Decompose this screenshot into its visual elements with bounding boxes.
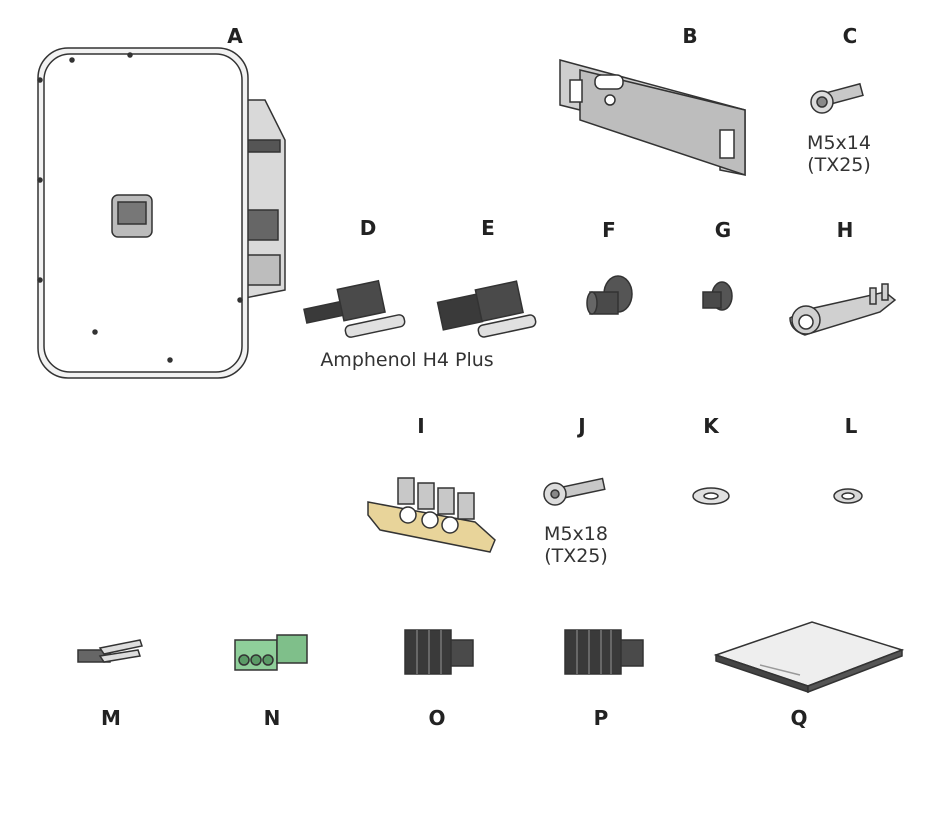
- label-e: E: [481, 216, 495, 240]
- label-g: G: [714, 218, 732, 242]
- terminal-plug-black-p-icon: [564, 629, 644, 675]
- spring-washer-icon: [833, 488, 863, 504]
- label-p: P: [593, 706, 609, 730]
- label-i: I: [417, 414, 425, 438]
- disassembly-tool-icon: [789, 283, 897, 336]
- label-f: F: [602, 218, 616, 242]
- label-c: C: [842, 24, 858, 48]
- label-d: D: [359, 216, 377, 240]
- dc-connector-minus-icon: [303, 279, 406, 338]
- jumper-icon: [77, 639, 143, 663]
- label-n: N: [263, 706, 281, 730]
- washer-icon: [692, 487, 730, 505]
- caption-j-line2: (TX25): [544, 545, 608, 567]
- documentation-booklet-icon: [713, 621, 905, 694]
- sealing-plug-small-icon: [702, 281, 733, 311]
- caption-de: Amphenol H4 Plus: [320, 349, 494, 371]
- sealing-plug-large-icon: [586, 275, 633, 315]
- screw-m5x18-icon: [543, 477, 606, 506]
- caption-c-line2: (TX25): [807, 154, 871, 176]
- caption-c: M5x14 (TX25): [807, 132, 871, 176]
- dc-connector-plus-icon: [436, 280, 537, 338]
- screw-m5x14-icon: [810, 82, 864, 114]
- caption-j-line1: M5x18: [544, 523, 608, 545]
- terminal-plug-black-o-icon: [404, 629, 474, 675]
- caption-j: M5x18 (TX25): [544, 523, 608, 567]
- label-b: B: [682, 24, 698, 48]
- label-l: L: [844, 414, 858, 438]
- label-a: A: [227, 24, 243, 48]
- caption-c-line1: M5x14: [807, 132, 871, 154]
- label-j: J: [578, 414, 586, 438]
- label-o: O: [428, 706, 446, 730]
- terminal-block-icon: [367, 477, 496, 553]
- label-m: M: [101, 706, 121, 730]
- terminal-plug-green-icon: [234, 634, 308, 671]
- label-q: Q: [790, 706, 808, 730]
- label-k: K: [703, 414, 719, 438]
- wall-bracket-icon: [559, 59, 746, 177]
- label-h: H: [836, 218, 854, 242]
- inverter-icon: [37, 47, 286, 379]
